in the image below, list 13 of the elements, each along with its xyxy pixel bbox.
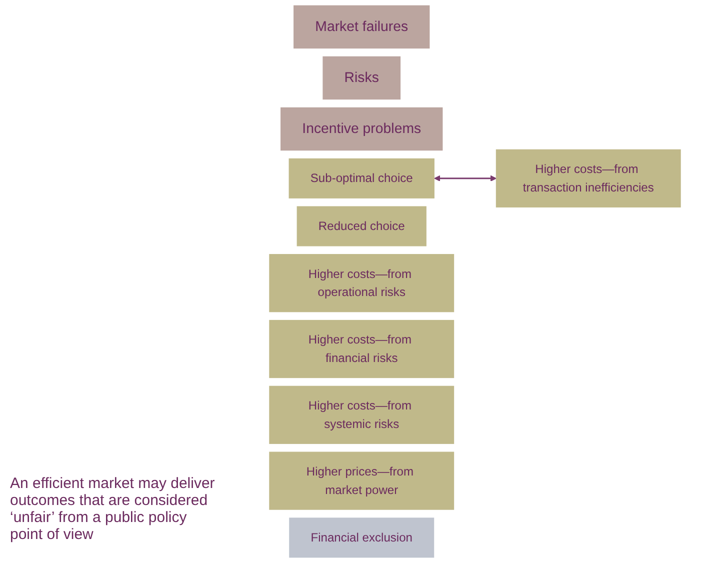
node-box: Higher costs—from systemic risks <box>269 386 454 444</box>
node-box: Sub-optimal choice <box>288 158 434 198</box>
node-box: Financial exclusion <box>289 518 434 558</box>
note-text: An efficient market may deliver outcomes that are considered ‘unfair’ from a public policy point of view <box>10 475 216 543</box>
node-box: Higher costs—from operational risks <box>269 254 454 312</box>
node-box: Incentive problems <box>280 107 443 151</box>
node-box: Risks <box>322 56 401 100</box>
node-box: Higher costs—from transaction inefficiencies <box>496 149 681 208</box>
node-box: Reduced choice <box>296 206 426 246</box>
node-box: Higher prices—from market power <box>269 452 454 510</box>
arrow <box>434 175 497 182</box>
node-box: Market failures <box>294 5 430 49</box>
node-box: Higher costs—from financial risks <box>269 320 454 378</box>
